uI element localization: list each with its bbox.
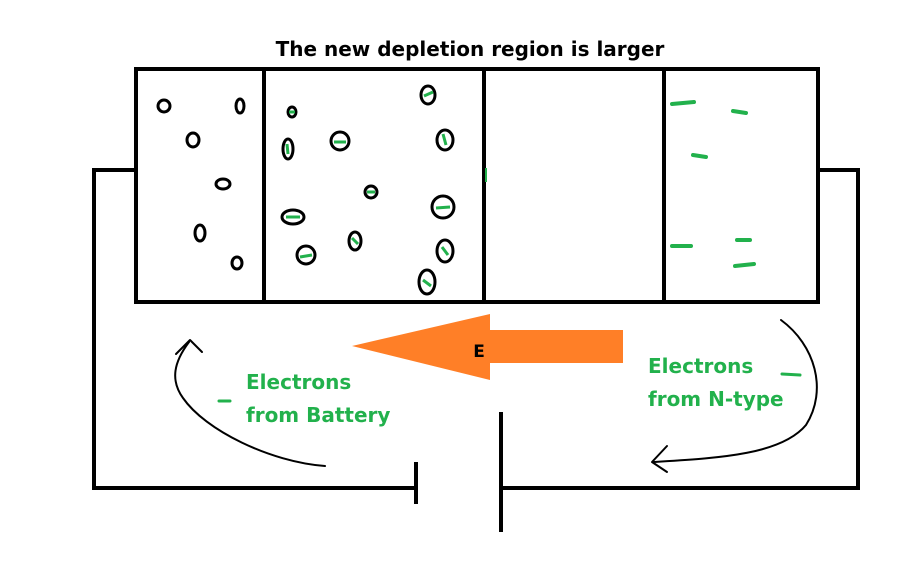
filled-hole xyxy=(419,84,437,106)
ntype-caption-line2: from N-type xyxy=(648,387,784,411)
ntype-caption-line1: Electrons xyxy=(648,354,753,378)
filled-hole xyxy=(363,184,379,200)
filled-hole-electron xyxy=(285,143,290,155)
filled-hole xyxy=(295,244,317,266)
electric-field-label: E xyxy=(473,342,485,362)
depletion-ions xyxy=(280,84,487,296)
battery-electrons-caption: Electrons from Battery xyxy=(246,370,390,427)
ntype-electron-mark xyxy=(780,372,802,377)
filled-hole xyxy=(281,137,295,161)
block-outline xyxy=(134,67,820,304)
filled-hole xyxy=(280,208,306,226)
left-curved-arrow xyxy=(174,341,326,467)
filled-hole xyxy=(435,128,455,152)
semiconductor-block xyxy=(134,67,820,304)
filled-hole xyxy=(286,105,298,119)
filled-hole-electron xyxy=(441,133,448,146)
electron xyxy=(731,109,748,115)
hole xyxy=(156,98,172,114)
filled-hole-electron xyxy=(422,278,432,288)
electron xyxy=(733,262,756,268)
battery-circuit xyxy=(92,168,860,532)
filled-hole-electron xyxy=(350,236,360,246)
filled-hole xyxy=(347,230,363,252)
hole xyxy=(234,97,246,115)
filled-hole xyxy=(435,238,455,264)
hole xyxy=(214,177,232,191)
filled-hole xyxy=(417,268,437,296)
filled-hole-electron xyxy=(299,253,313,259)
filled-hole-electron xyxy=(440,246,450,256)
filled-hole-electron xyxy=(435,205,451,210)
electron xyxy=(691,153,708,159)
right-arrowhead-icon xyxy=(651,445,668,473)
battery-caption-line1: Electrons xyxy=(246,370,351,394)
left-wire xyxy=(92,168,416,490)
filled-hole xyxy=(329,130,351,152)
n-type-electrons xyxy=(670,100,756,268)
hole xyxy=(193,223,207,243)
left-arrowhead-icon xyxy=(175,339,203,355)
filled-hole xyxy=(430,194,456,220)
battery-caption-line2: from Battery xyxy=(246,403,390,427)
filled-hole-electron xyxy=(423,90,434,98)
ntype-electrons-caption: Electrons from N-type xyxy=(648,354,784,411)
flow-arrows xyxy=(174,319,818,473)
hole xyxy=(185,131,201,149)
hole xyxy=(230,255,244,271)
right-curved-arrow xyxy=(653,319,818,463)
p-type-holes xyxy=(156,97,246,271)
right-wire xyxy=(501,168,860,490)
electric-field-arrow xyxy=(352,314,623,380)
electron xyxy=(670,100,696,106)
diagram-title: The new depletion region is larger xyxy=(276,37,665,61)
